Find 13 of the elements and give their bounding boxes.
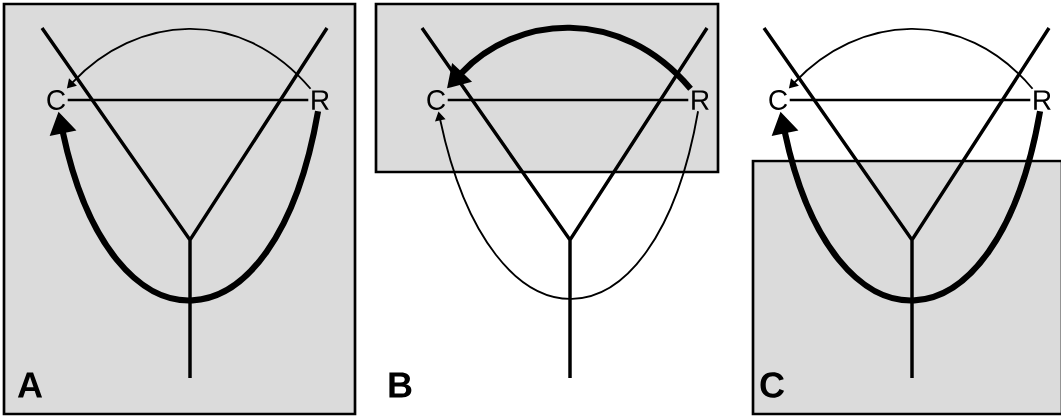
axis-label: C xyxy=(769,90,788,110)
axis-label: R xyxy=(312,90,329,110)
panel-letter: A xyxy=(17,372,43,398)
axis-label: R xyxy=(692,90,709,110)
panel-letter: B xyxy=(389,372,412,398)
axis-label: C xyxy=(47,90,66,110)
axis-label: R xyxy=(1034,90,1051,110)
arrow xyxy=(435,110,699,300)
arrow xyxy=(49,110,322,304)
panel-letter: C xyxy=(760,372,784,398)
axis-label: C xyxy=(427,90,446,110)
arrow xyxy=(771,110,1044,304)
arrow xyxy=(447,24,693,91)
